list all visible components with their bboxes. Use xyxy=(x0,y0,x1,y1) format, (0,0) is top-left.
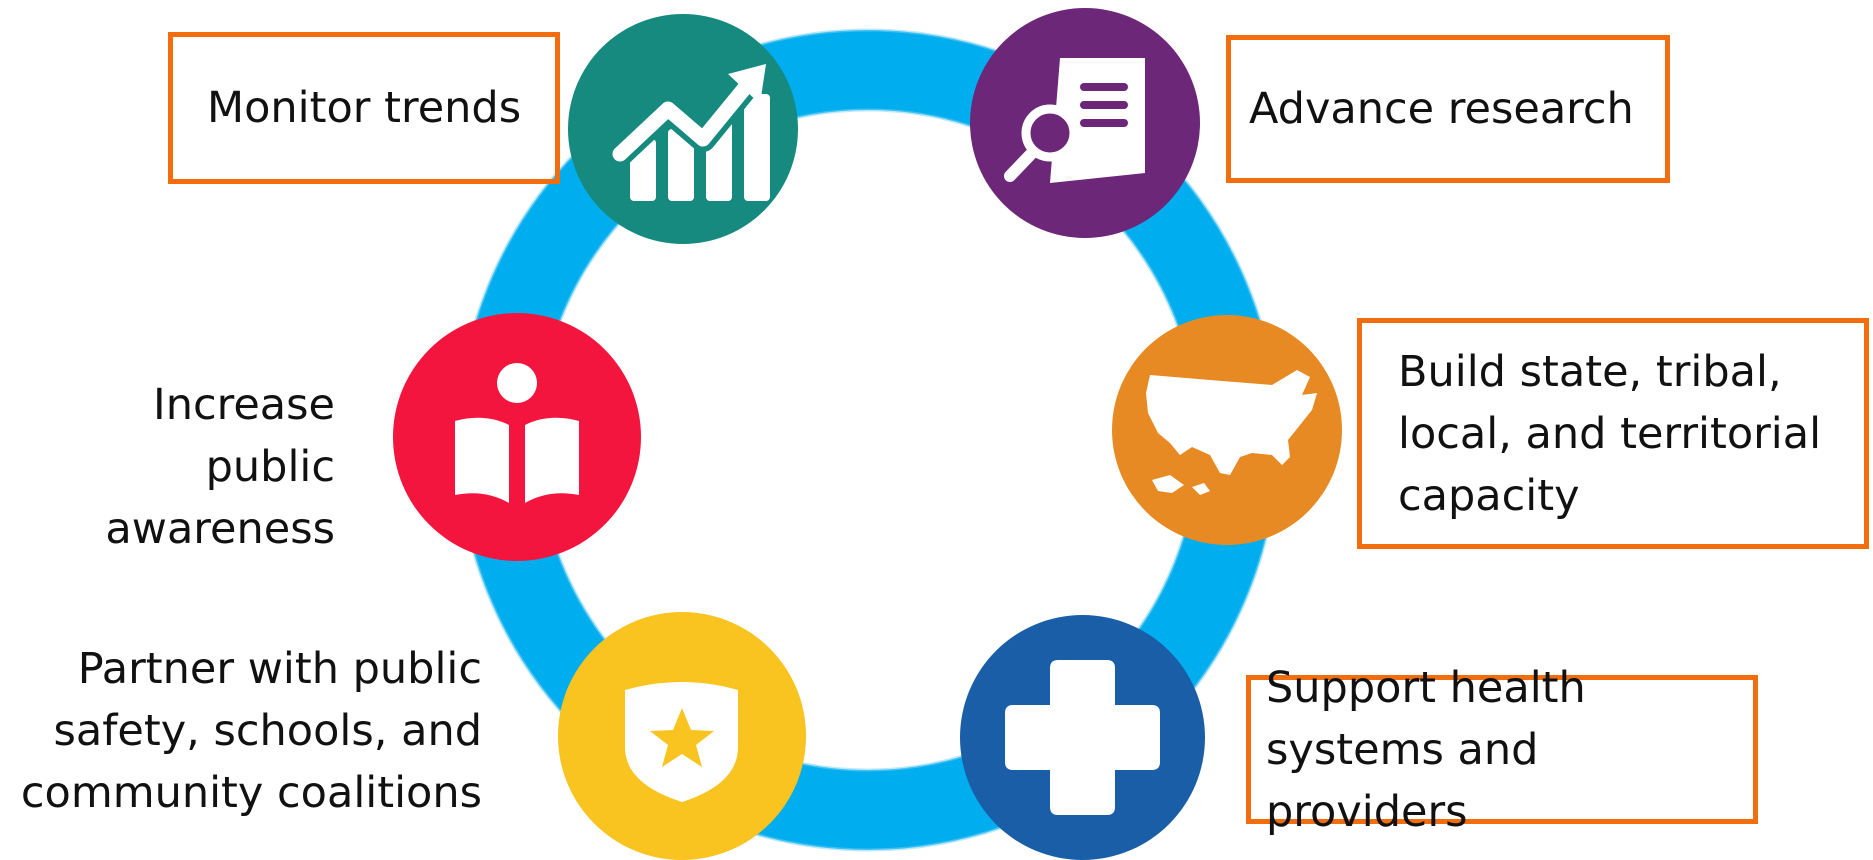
awareness-node xyxy=(393,313,641,561)
us-map-icon xyxy=(1146,370,1317,495)
capacity-label: Build state, tribal, local, and territor… xyxy=(1398,346,1822,521)
shield-star-icon xyxy=(625,682,738,802)
advance-research-label: Advance research xyxy=(1249,84,1634,134)
reading-person-icon xyxy=(455,363,579,503)
monitor-trends-label: Monitor trends xyxy=(207,83,522,133)
document-search-icon xyxy=(1004,58,1145,183)
research-node xyxy=(970,8,1200,238)
capacity-node xyxy=(1112,315,1342,545)
health-node xyxy=(960,615,1205,860)
capacity-box: Build state, tribal, local, and territor… xyxy=(1357,318,1869,549)
chart-trend-icon xyxy=(607,64,770,201)
monitor-trends-box: Monitor trends xyxy=(168,32,560,184)
medical-cross-icon xyxy=(1005,660,1160,815)
monitor-node xyxy=(568,14,798,244)
partner-node xyxy=(558,612,806,860)
health-box: Support health systems and providers xyxy=(1246,663,1758,837)
health-label: Support health systems and providers xyxy=(1266,662,1586,837)
awareness-label: Increase public awareness xyxy=(105,380,335,554)
partner-label: Partner with public safety, schools, and… xyxy=(20,644,482,818)
advance-research-box: Advance research xyxy=(1226,35,1670,183)
